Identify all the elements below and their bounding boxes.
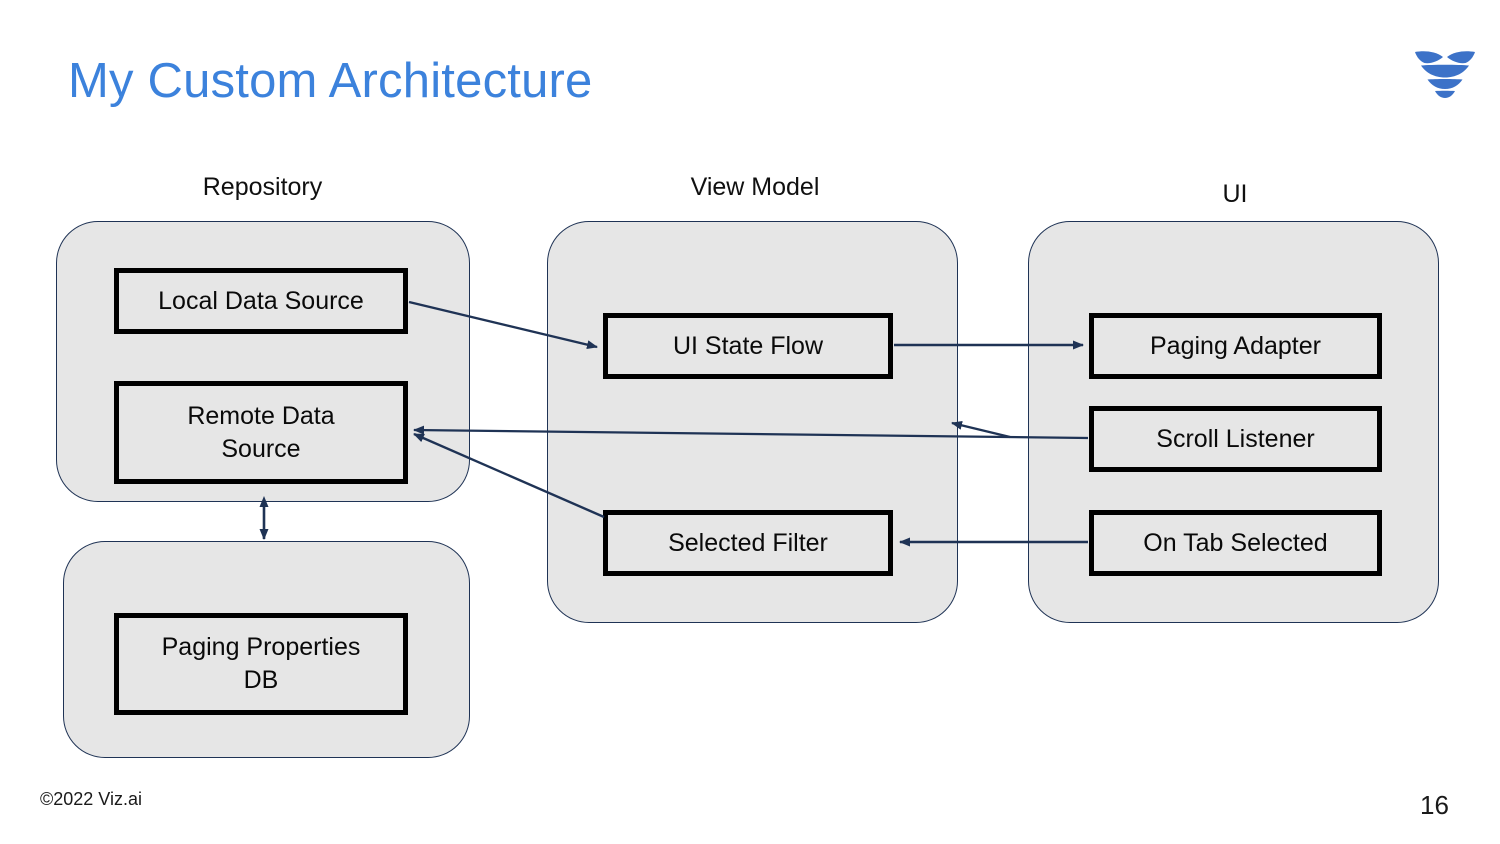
node-label: UI State Flow (672, 331, 824, 360)
connector-scroll-listener-midpoint-arrow (951, 420, 1011, 439)
node-on-tab-selected[interactable]: On Tab Selected (1089, 510, 1382, 576)
group-label-repository: Repository (202, 173, 323, 201)
viz-ai-logo-icon (1414, 48, 1476, 100)
node-label: Selected Filter (668, 528, 828, 557)
node-label-line1: Paging Properties (161, 633, 361, 661)
node-label: On Tab Selected (1143, 528, 1328, 557)
page-title: My Custom Architecture (68, 54, 593, 108)
node-label-line1: Remote Data (187, 401, 335, 430)
node-label: Scroll Listener (1156, 424, 1315, 453)
node-paging-adapter[interactable]: Paging Adapter (1089, 313, 1382, 379)
node-local-data-source[interactable]: Local Data Source (114, 268, 408, 334)
node-label: Local Data Source (158, 286, 364, 315)
page-number: 16 (1420, 790, 1449, 820)
node-label: Paging Adapter (1150, 331, 1321, 360)
node-label-line2: DB (243, 666, 279, 694)
node-selected-filter[interactable]: Selected Filter (603, 510, 893, 576)
group-label-ui: UI (1222, 180, 1248, 208)
node-scroll-listener[interactable]: Scroll Listener (1089, 406, 1382, 472)
node-ui-state-flow[interactable]: UI State Flow (603, 313, 893, 379)
footer-copyright: ©2022 Viz.ai (40, 789, 142, 809)
group-label-view-model: View Model (690, 173, 820, 201)
node-label-line2: Source (221, 434, 301, 463)
